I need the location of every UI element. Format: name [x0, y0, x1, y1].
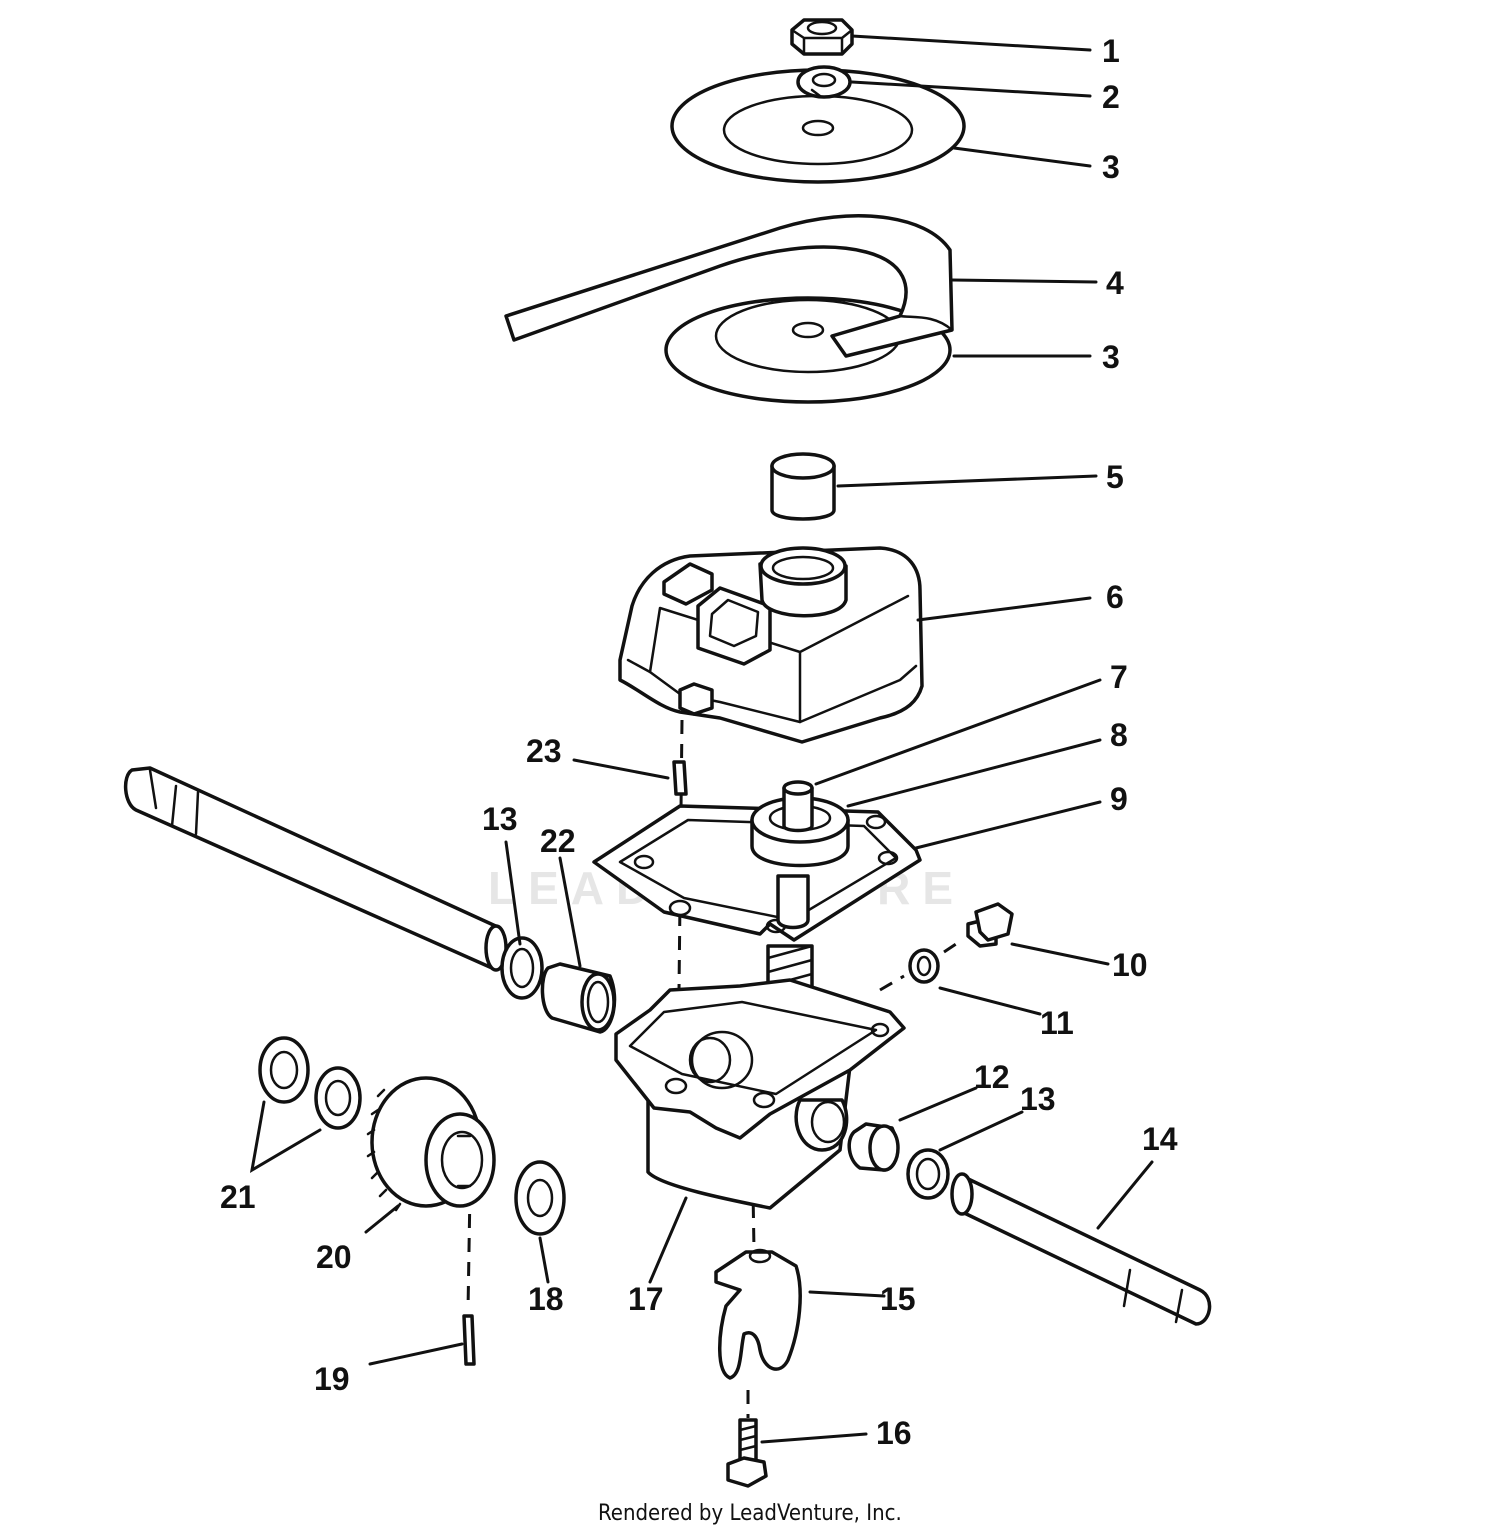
label-9: 9	[1110, 781, 1128, 817]
label-13-right: 13	[1020, 1081, 1056, 1117]
label-5: 5	[1106, 459, 1124, 495]
label-2: 2	[1102, 79, 1120, 115]
leader-lines	[249, 34, 1154, 1444]
part-16-bolt	[726, 1418, 768, 1488]
label-16: 16	[876, 1415, 912, 1451]
label-20: 20	[316, 1239, 352, 1275]
label-14: 14	[1142, 1121, 1178, 1157]
part-4-spiral-spring	[504, 214, 954, 358]
part-23-pin	[672, 760, 688, 796]
part-14-axle-left	[123, 766, 508, 972]
part-15-shift-fork	[714, 1248, 802, 1380]
credit-text: Rendered by LeadVenture, Inc.	[598, 1501, 902, 1526]
label-13-left: 13	[482, 801, 518, 837]
alignment-line-11	[879, 938, 963, 992]
part-17-gearbox-housing	[614, 978, 906, 1210]
part-11-washer	[908, 948, 940, 984]
label-11: 11	[1040, 1005, 1074, 1041]
part-21-washers	[258, 1036, 362, 1130]
label-19: 19	[314, 1361, 350, 1397]
part-6-gearbox-cover	[618, 546, 924, 744]
label-7: 7	[1110, 659, 1128, 695]
alignment-line-19	[466, 1189, 472, 1311]
label-22: 22	[540, 823, 576, 859]
part-1-hex-nut	[790, 18, 854, 56]
label-10: 10	[1112, 947, 1148, 983]
part-2-lock-washer	[796, 65, 852, 99]
part-22-bearing-left	[540, 962, 617, 1034]
label-15: 15	[880, 1281, 916, 1317]
part-10-bolt	[966, 902, 1014, 948]
part-labels: 1 2 3 4 3 5 6 7 8 9 10 11 12 13 14 15 16…	[220, 33, 1178, 1451]
label-3-top: 3	[1102, 149, 1120, 185]
part-13-seal-right	[906, 1148, 950, 1200]
label-1: 1	[1102, 33, 1120, 69]
part-20-gear	[366, 1076, 496, 1212]
label-21: 21	[220, 1179, 256, 1215]
label-12: 12	[974, 1059, 1010, 1095]
label-3-bottom: 3	[1102, 339, 1120, 375]
part-12-bushing-right	[847, 1122, 900, 1172]
label-4: 4	[1106, 265, 1124, 301]
part-5-bushing	[770, 452, 836, 521]
label-23: 23	[526, 733, 562, 769]
part-19-pin	[462, 1314, 476, 1366]
part-13-seal-left	[500, 936, 544, 1000]
label-6: 6	[1106, 579, 1124, 615]
label-17: 17	[628, 1281, 664, 1317]
label-8: 8	[1110, 717, 1128, 753]
label-18: 18	[528, 1281, 564, 1317]
part-14-axle-right	[950, 1172, 1212, 1326]
part-18-washer	[514, 1160, 566, 1236]
